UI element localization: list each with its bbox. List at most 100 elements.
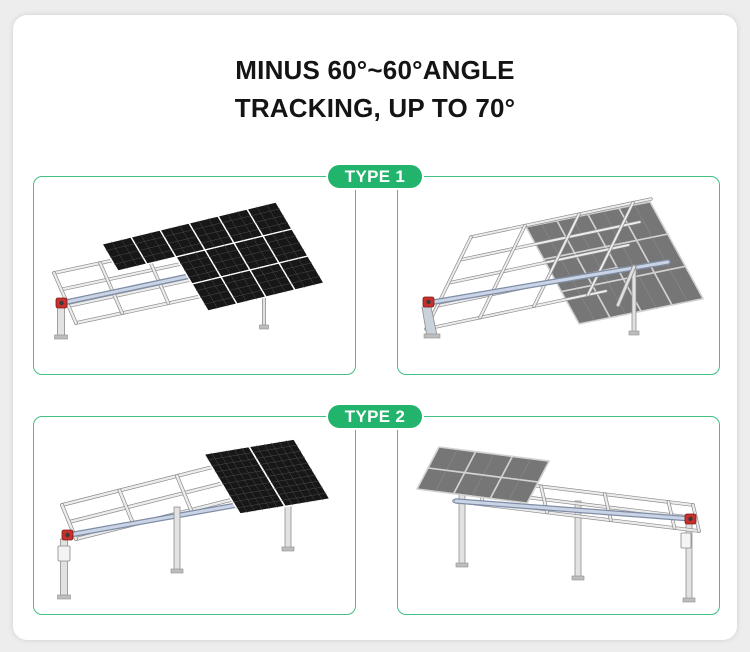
frame-rail-highlight [176,475,193,512]
motor-hub [59,301,65,306]
type-2-badge: TYPE 2 [326,403,424,430]
panel-cell-line [670,269,689,303]
panel-cell-line [259,222,289,230]
panel-cell-line [254,269,284,278]
panel-cell-line [143,250,173,258]
panel-cell-line [188,270,218,278]
panel-cell-line [215,464,261,473]
type-2-front-illustration [33,416,356,615]
panel-cell-line [278,487,324,496]
panel-cell-line [209,249,239,258]
type-2-rear-illustration [397,416,720,615]
panel-cell-line [267,235,297,244]
panel-cell-line [519,459,532,481]
headline-line-2: TRACKING, UP TO 70° [234,93,516,123]
panel-cell-line [229,488,275,497]
post-base-plate [424,334,441,339]
panel-cell-line [435,470,447,492]
post-base-plate [629,331,640,336]
controller-box [681,533,692,549]
frame-rail-highlight [459,221,642,262]
panel-cell-line [114,257,144,265]
panel-cell-line [256,451,302,460]
post-base-plate [683,598,696,603]
panel-cell-line [164,229,194,238]
panel-cell-line [236,500,282,509]
panel-cell-line [196,283,226,292]
post-base-plate [57,595,72,600]
panel-cell-line [283,262,313,271]
support-post [174,507,181,572]
panel-cell-line [168,236,198,245]
panel-cell-line [135,236,165,245]
panel-cell-line [225,482,272,491]
frame-rail-highlight [425,236,473,331]
support-post [57,307,66,338]
panel-cell-line [217,263,247,271]
panel-cell-line [193,222,223,231]
post-base-plate [171,569,184,574]
panel-cell-line [233,494,279,503]
panel-cell-line [590,250,609,283]
panel-cell-line [222,215,252,224]
panel-cell-line [483,454,495,476]
frame-rail-highlight [447,244,630,285]
panel-cell-line [172,243,202,251]
panel-cell-line [639,276,658,309]
type-2-front-tracker-drawing [57,438,332,600]
panel-cell-line [218,470,264,479]
panel-cell-line [258,276,288,285]
motor-hub [688,517,694,522]
panel-cell-line [242,249,272,258]
frame-rail-highlight [604,493,613,522]
panel-cell-line [184,263,214,272]
panel-cell-line [222,476,268,485]
support-brace-highlight [617,266,636,307]
frame-rail-highlight [67,275,211,308]
post-base-plate [54,335,69,340]
type-2-rear-tracker-drawing [416,446,702,603]
panel-cell-line [281,493,327,502]
panel-cell-line [291,276,321,284]
post-base-plate [282,547,295,552]
panel-cell-line [251,208,281,217]
panel-cell-line [472,475,484,497]
type-1-rear-illustration [397,176,720,375]
torque-tube-highlight [454,499,694,521]
panel-cell-line [271,242,301,251]
torque-tube-highlight [426,260,670,305]
frame-rail-highlight [533,213,581,308]
frame-rail-highlight [118,489,136,527]
panel-cell-line [275,249,305,257]
panel-cell-line [230,229,260,237]
panel-cell-line [246,256,276,264]
panel-cell-line [233,290,263,298]
panel-cell-line [559,256,578,289]
type-1-front-illustration [33,176,356,375]
frame-rail-highlight [425,290,608,331]
panel-cell-line [634,205,653,238]
controller-box [58,546,71,562]
headline-line-1: MINUS 60°~60°ANGLE [235,55,515,85]
panel-cell-line [225,276,255,285]
panel-cell-line [255,215,285,224]
panel-cell-line [197,229,227,238]
frame-rail-highlight [479,225,527,320]
panel-cell-line [180,256,210,265]
post-base-plate [456,563,469,568]
frame-rail-highlight [587,202,635,297]
type-1-badge: TYPE 1 [326,163,424,190]
post-base-plate [572,576,585,581]
panel-cell-line [446,449,458,471]
frame-rail-highlight [470,198,653,239]
panel-cell-line [200,290,230,299]
type-1-front-tracker-drawing [52,201,326,340]
panel-cell-line [252,445,299,454]
panel-cell-line [270,475,317,484]
panel-cell-line [229,283,259,292]
frame-rail-highlight [60,258,203,292]
panel-cell-line [287,269,317,278]
frame-rail-highlight [75,292,218,325]
motor-hub [426,300,432,305]
panel-cell-line [274,481,320,490]
